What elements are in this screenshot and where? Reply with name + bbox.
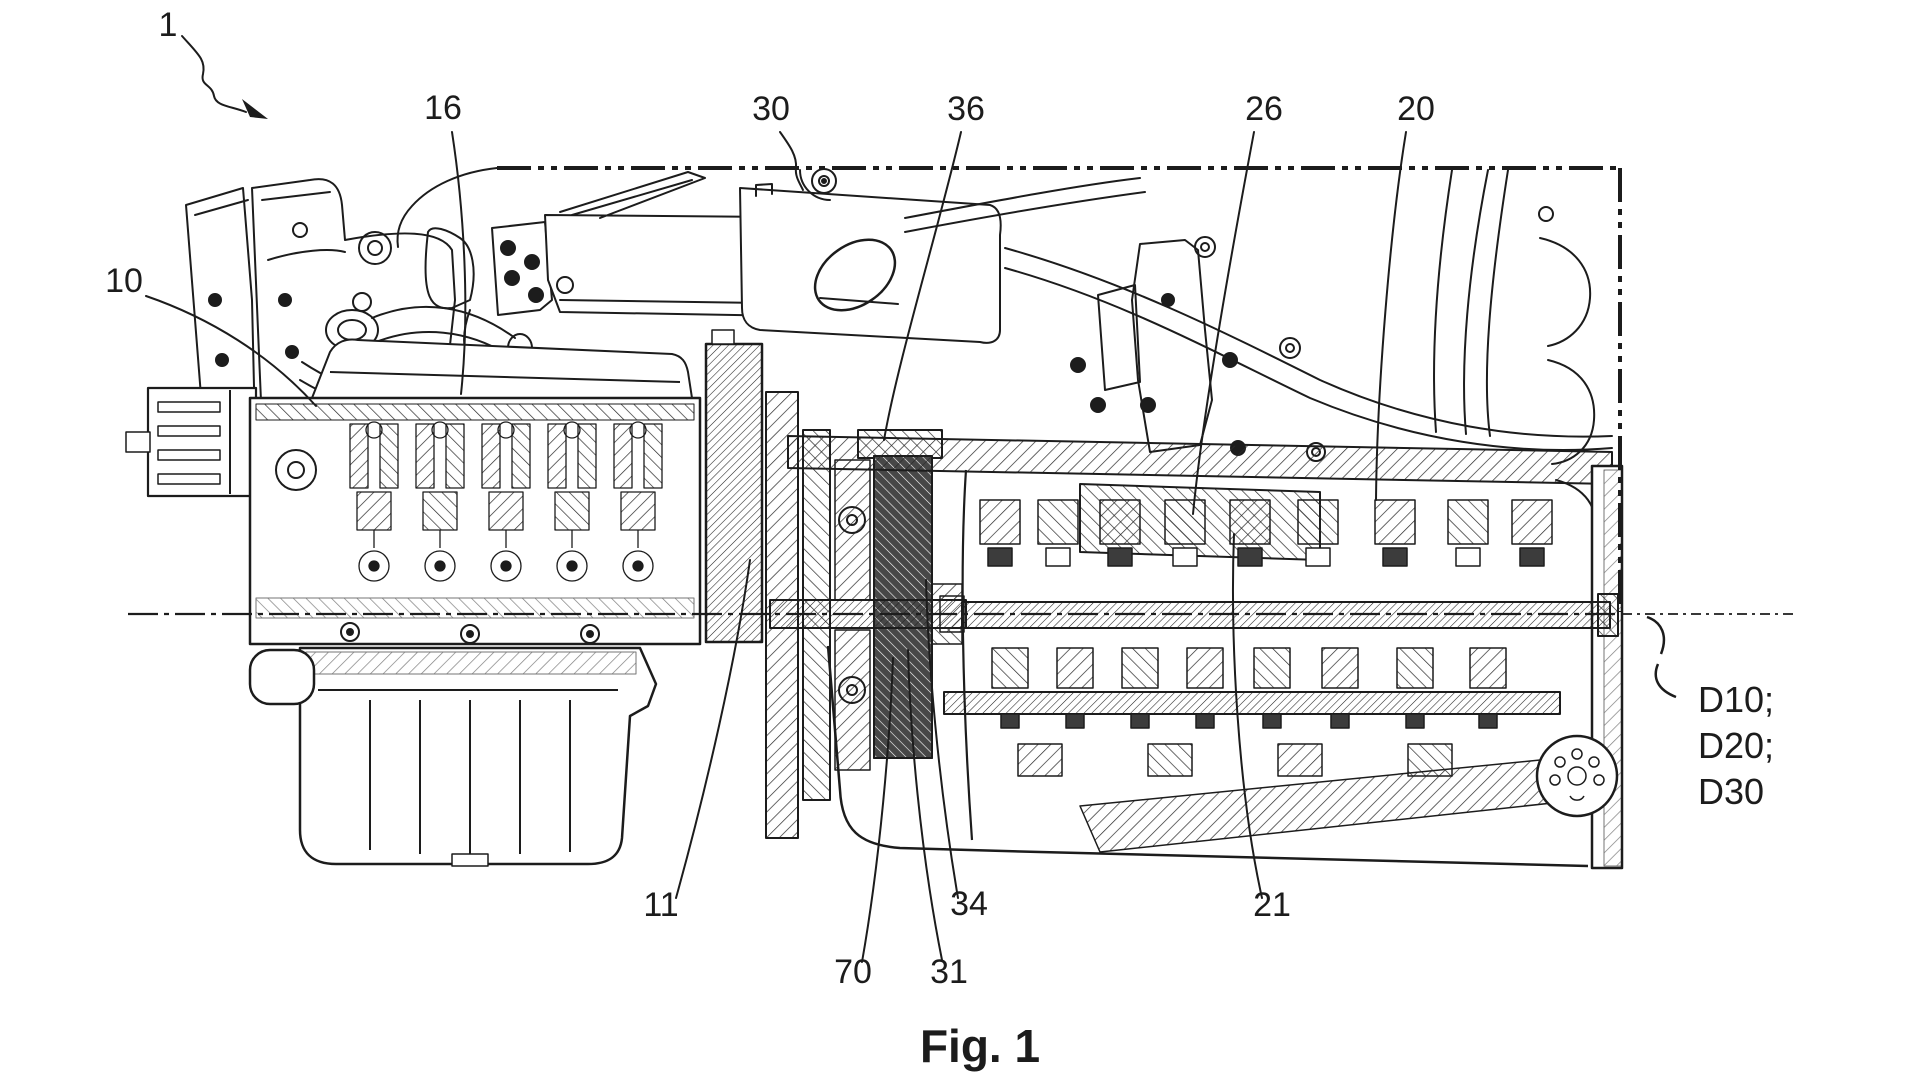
ref-label-11: 11 xyxy=(643,886,678,924)
leader-line-16 xyxy=(451,131,467,395)
ref-label-34: 34 xyxy=(950,885,988,923)
leader-lines xyxy=(145,35,1407,963)
leader-line-36 xyxy=(883,131,962,441)
ref-label-1: 1 xyxy=(159,6,178,44)
leader-line-1 xyxy=(181,35,247,113)
leader-line-20 xyxy=(1375,131,1407,501)
ref-label-30: 30 xyxy=(752,90,790,128)
ref-label-10: 10 xyxy=(105,262,143,300)
shaft-designation-labels: D10; D20; D30 xyxy=(1698,679,1774,812)
leader-line-30 xyxy=(779,131,804,191)
ref-label-31: 31 xyxy=(930,953,968,991)
ref-label-16: 16 xyxy=(424,89,462,127)
shaft-label-d20: D20; xyxy=(1698,725,1774,766)
leader-line-11 xyxy=(675,559,751,899)
leader-line-70 xyxy=(861,657,894,963)
leader-line-10 xyxy=(145,295,317,407)
leader-arrowhead-1 xyxy=(242,99,268,119)
ref-label-21: 21 xyxy=(1253,886,1291,924)
reference-numerals: 1 10 16 30 36 26 20 11 70 31 34 21 xyxy=(105,6,1435,991)
boundary-lines xyxy=(497,166,1622,612)
shaft-designation-brace xyxy=(1646,615,1666,655)
ref-label-70: 70 xyxy=(834,953,872,991)
ref-label-36: 36 xyxy=(947,90,985,128)
shaft-designation-brace-lower xyxy=(1654,663,1677,699)
ref-label-26: 26 xyxy=(1245,90,1283,128)
leader-line-34 xyxy=(925,579,959,899)
shaft-label-d30: D30 xyxy=(1698,771,1764,812)
centerline xyxy=(128,612,1795,699)
engine-cross-section xyxy=(125,338,702,867)
figure-caption: Fig. 1 xyxy=(920,1020,1040,1072)
leader-line-26 xyxy=(1192,131,1255,515)
shaft-label-d10: D10; xyxy=(1698,679,1774,720)
leader-line-31 xyxy=(907,649,943,961)
leader-line-21 xyxy=(1232,533,1263,899)
ref-label-20: 20 xyxy=(1397,90,1435,128)
transmission-cross-section xyxy=(787,435,1624,870)
